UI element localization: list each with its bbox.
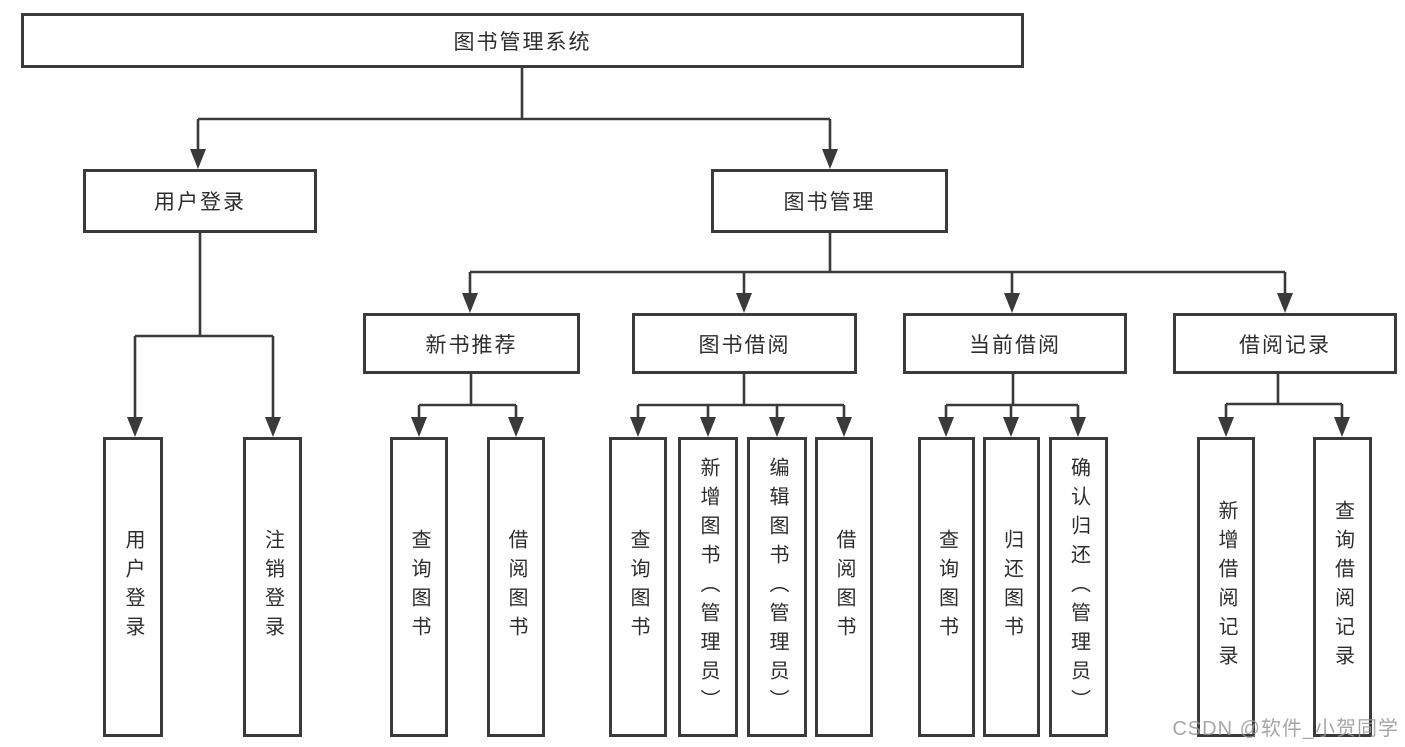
node-current-borrow: 当前借阅 (903, 313, 1127, 374)
leaf-query-books-2: 查询图书 (609, 437, 667, 737)
leaf-return-books: 归还图书 (983, 437, 1040, 737)
leaf-label: 用户登录 (122, 529, 144, 645)
connector-current-children (944, 374, 1080, 418)
node-library-system: 图书管理系统 (21, 13, 1024, 68)
arrowheads (127, 149, 1350, 437)
leaf-query-borrow-record: 查询借阅记录 (1313, 437, 1372, 737)
leaf-query-books-3: 查询图书 (918, 437, 975, 737)
leaf-add-books-admin: 新增图书（管理员） (678, 437, 738, 737)
leaf-add-borrow-record: 新增借阅记录 (1197, 437, 1255, 737)
leaf-edit-books-admin: 编辑图书（管理员） (747, 437, 807, 737)
leaf-borrow-books-2: 借阅图书 (815, 437, 873, 737)
leaf-label: 注销登录 (261, 529, 284, 645)
node-user-login: 用户登录 (83, 169, 317, 233)
node-new-book-recommend: 新书推荐 (363, 313, 580, 374)
connector-root-to-level1 (196, 68, 832, 150)
node-book-borrow: 图书借阅 (632, 313, 857, 374)
leaf-label: 编辑图书（管理员） (766, 456, 788, 718)
leaf-label: 新增图书（管理员） (697, 456, 719, 718)
connector-newbook-children (417, 374, 518, 418)
leaf-label: 确认归还（管理员） (1067, 456, 1090, 718)
leaf-label: 查询图书 (627, 529, 649, 645)
node-book-management: 图书管理 (711, 169, 948, 233)
leaf-borrow-books-1: 借阅图书 (487, 437, 545, 737)
connector-borrow-children (636, 374, 846, 418)
csdn-watermark: CSDN @软件_小贺同学 (1172, 718, 1399, 740)
leaf-label: 借阅图书 (833, 529, 855, 645)
leaf-label: 新增借阅记录 (1215, 500, 1237, 674)
leaf-user-login: 用户登录 (103, 437, 163, 737)
leaf-label: 查询借阅记录 (1331, 500, 1354, 674)
leaf-label: 归还图书 (1000, 529, 1023, 645)
leaf-query-books-1: 查询图书 (390, 437, 448, 737)
leaf-confirm-return-admin: 确认归还（管理员） (1049, 437, 1108, 737)
leaf-label: 借阅图书 (505, 529, 527, 645)
leaf-logout: 注销登录 (243, 437, 302, 737)
connector-bookmgmt-children (468, 233, 1287, 294)
leaf-label: 查询图书 (408, 529, 430, 645)
node-borrow-records: 借阅记录 (1173, 313, 1397, 374)
connector-userlogin-children (133, 233, 275, 418)
leaf-label: 查询图书 (935, 529, 958, 645)
connector-records-children (1224, 374, 1344, 418)
